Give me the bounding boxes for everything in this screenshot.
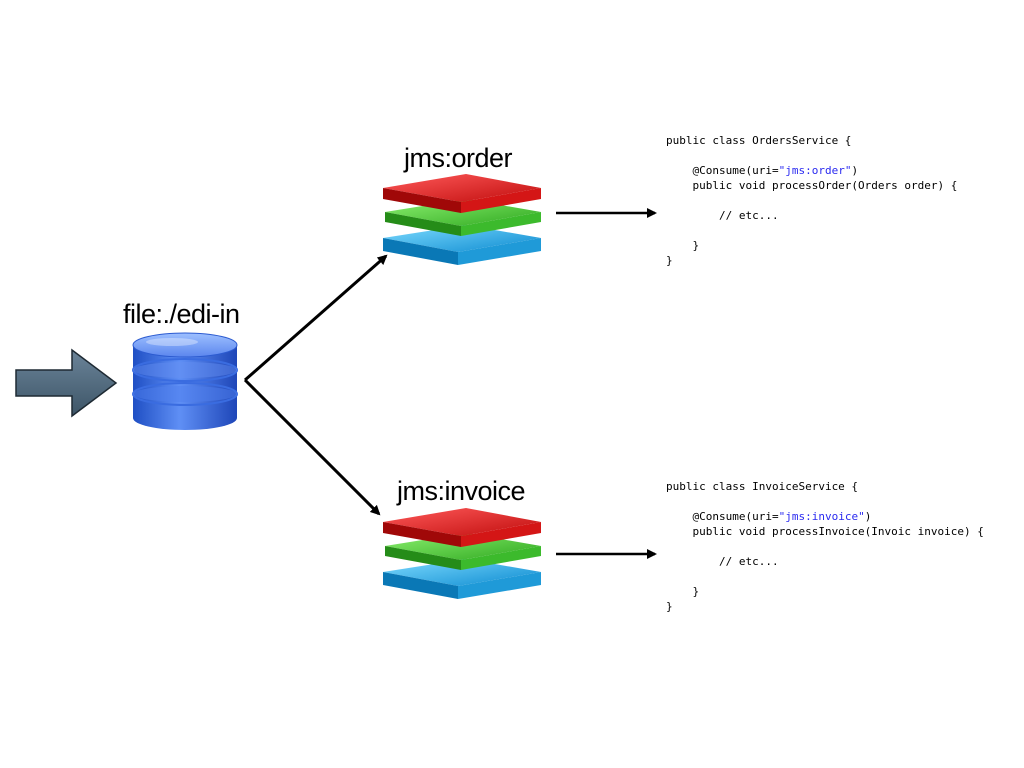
order-queue-label: jms:order	[404, 143, 513, 173]
order-queue-icon	[383, 174, 541, 265]
code-annotation: @Consume(uri=	[666, 164, 779, 177]
orders-service-code: public class OrdersService { @Consume(ur…	[666, 133, 957, 268]
code-line: public void processInvoice(Invoic invoic…	[666, 525, 984, 538]
code-line	[666, 539, 984, 554]
code-line	[666, 569, 984, 584]
code-uri-string: "jms:order"	[778, 164, 852, 177]
invoice-queue-icon	[383, 508, 541, 599]
connector-to-invoice	[243, 378, 381, 516]
code-annotation-close: )	[864, 510, 872, 523]
code-line: }	[666, 254, 673, 267]
code-line	[666, 223, 957, 238]
database-icon	[132, 332, 238, 430]
code-line: @Consume(uri="jms:order")	[666, 163, 957, 178]
code-annotation: @Consume(uri=	[666, 510, 779, 523]
code-line	[666, 148, 957, 163]
code-line: }	[666, 585, 700, 598]
code-line: public class OrdersService {	[666, 134, 852, 147]
invoice-service-code: public class InvoiceService { @Consume(u…	[666, 479, 984, 614]
code-line: public void processOrder(Orders order) {	[666, 179, 958, 192]
code-line	[666, 193, 957, 208]
file-endpoint-label: file:./edi-in	[123, 299, 240, 329]
input-arrow-icon	[15, 348, 118, 418]
code-line	[666, 494, 984, 509]
code-line: }	[666, 600, 673, 613]
code-annotation-close: )	[851, 164, 859, 177]
code-line: public class InvoiceService {	[666, 480, 859, 493]
code-line: @Consume(uri="jms:invoice")	[666, 509, 984, 524]
code-line: // etc...	[666, 555, 779, 568]
invoice-queue-label: jms:invoice	[397, 476, 526, 506]
code-line: }	[666, 239, 700, 252]
connector-to-order	[244, 254, 388, 382]
code-line: // etc...	[666, 209, 779, 222]
code-uri-string: "jms:invoice"	[778, 510, 865, 523]
